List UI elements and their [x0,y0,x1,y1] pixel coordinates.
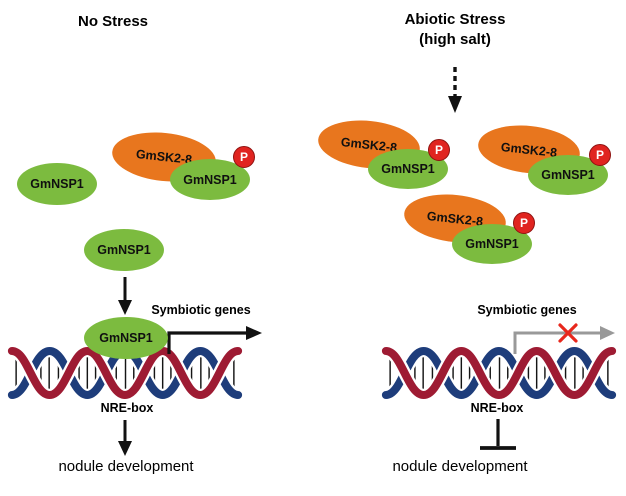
gmnsp1-ellipse: GmNSP1 [84,229,164,271]
down-arrow [118,277,132,315]
nodule-development-label: nodule development [392,458,528,475]
nodule-development-label: nodule development [58,458,194,475]
symbiotic-genes-label: Symbiotic genes [477,303,577,317]
phospho-badge: P [233,146,255,168]
down-arrow [118,420,132,456]
gmnsp1-ellipse: GmNSP1 [17,163,97,205]
left-panel-title: No Stress [77,13,149,30]
right-panel-title: Abiotic Stress (high salt) [380,10,530,49]
right-panel-title-line2: (high salt) [419,30,491,48]
dna-helix [379,344,619,402]
right-panel-title-line1: Abiotic Stress [404,11,506,28]
nre-box-label: NRE-box [100,401,154,415]
blocked-x-icon [558,323,578,343]
nre-box-label: NRE-box [470,401,524,415]
phospho-badge: P [513,212,535,234]
symbiotic-genes-label: Symbiotic genes [151,303,251,317]
gmnsp1-ellipse: GmNSP1 [84,317,168,359]
gmnsp1-ellipse: GmNSP1 [368,149,448,189]
blocked-transcription-arrow [513,323,615,354]
inhibition-bar [480,419,516,450]
transcription-arrow [167,326,262,354]
dashed-down-arrow [448,67,462,113]
phospho-badge: P [589,144,611,166]
phospho-badge: P [428,139,450,161]
